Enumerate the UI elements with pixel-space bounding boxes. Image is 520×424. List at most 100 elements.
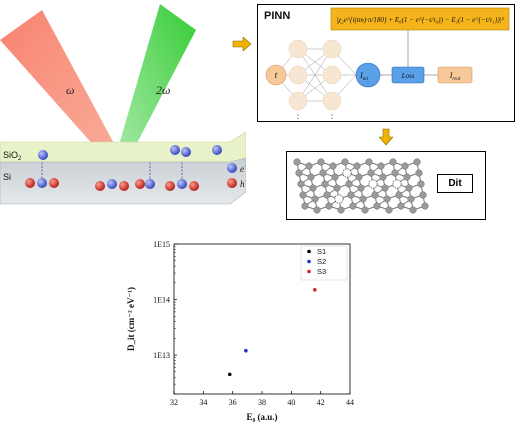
pinn-diagram: PINN |χ₂e^{i(tm)·π/180} + E₀(1 − e^{−t/τ… xyxy=(264,7,510,123)
lattice-atom xyxy=(371,191,379,199)
input-node-label: t xyxy=(275,70,278,80)
lattice-atom xyxy=(415,169,423,177)
lattice-atom xyxy=(311,195,319,203)
lattice-atom xyxy=(413,158,421,166)
arrow-right-icon xyxy=(232,37,252,51)
lattice-atom xyxy=(305,162,313,170)
output-node-label: Inn xyxy=(359,71,368,82)
lattice-atom xyxy=(357,184,365,192)
hidden-ellipsis-2: ⋮ xyxy=(328,113,337,121)
pinn-title: PINN xyxy=(264,10,290,22)
loss-node-label: Loss xyxy=(401,72,415,80)
vacancy-site xyxy=(368,179,378,189)
lattice-atom xyxy=(307,173,315,181)
lattice-atom xyxy=(355,173,363,181)
lattice-atom xyxy=(321,180,329,188)
beam-right-label: 2ω xyxy=(156,83,170,97)
legend-label-s2: S2 xyxy=(317,257,326,266)
vacancy-site xyxy=(342,168,352,178)
input-node xyxy=(265,64,287,86)
lattice-atom xyxy=(295,169,303,177)
legend-label-s1: S1 xyxy=(317,247,326,256)
lattice-atom xyxy=(379,173,387,181)
lattice-atom xyxy=(297,180,305,188)
lattice-atom xyxy=(389,158,397,166)
lattice-atom xyxy=(349,202,357,210)
y-tick-label: 1E14 xyxy=(153,296,170,305)
lattice-atom xyxy=(383,195,391,203)
lattice-atom xyxy=(403,173,411,181)
y-tick-label: 1E15 xyxy=(153,240,170,249)
lattice-atom xyxy=(323,191,331,199)
lattice-atom xyxy=(325,202,333,210)
lattice-atom xyxy=(301,202,309,210)
x-axis-label: E₀ (a.u.) xyxy=(247,412,278,422)
lattice-atom xyxy=(377,162,385,170)
lattice-atom xyxy=(359,195,367,203)
electron-legend-label: e− xyxy=(240,164,246,174)
lattice-atom xyxy=(293,158,301,166)
lattice-atom xyxy=(365,158,373,166)
lattice-atom xyxy=(345,180,353,188)
surface-electrons xyxy=(38,145,222,160)
data-point-s1 xyxy=(227,372,232,377)
hole-legend-icon xyxy=(227,178,237,188)
lattice-atom xyxy=(391,169,399,177)
dit-panel: Dit xyxy=(286,151,486,220)
lattice-atom xyxy=(353,162,361,170)
lattice-atom xyxy=(419,191,427,199)
lattice-atom xyxy=(319,169,327,177)
si-layer xyxy=(0,157,246,205)
lattice-atom xyxy=(405,184,413,192)
hole-legend-label: h+ xyxy=(240,179,246,189)
lattice-atom xyxy=(381,184,389,192)
legend-label-s3: S3 xyxy=(317,267,326,276)
vacancy-site xyxy=(334,194,344,204)
red-laser-beam xyxy=(0,10,124,166)
hidden-nodes xyxy=(288,39,342,111)
loss-node xyxy=(391,66,425,84)
real-node-label: Ireal xyxy=(449,71,461,82)
lattice-atom xyxy=(397,202,405,210)
x-tick-label: 34 xyxy=(199,398,207,407)
lattice-atom xyxy=(401,162,409,170)
lattice-atom xyxy=(409,206,417,214)
green-laser-beam xyxy=(114,4,196,164)
x-tick-label: 36 xyxy=(229,398,237,407)
pinn-panel: PINN |χ₂e^{i(tm)·π/180} + E₀(1 − e^{−t/τ… xyxy=(257,4,515,123)
formula-box xyxy=(330,7,510,31)
y-axis-label: D_it (cm⁻² eV⁻¹) xyxy=(126,287,136,351)
bulk-carriers xyxy=(25,178,199,191)
lattice-atom xyxy=(385,206,393,214)
data-point-s3 xyxy=(313,287,317,292)
legend-marker-s2 xyxy=(307,259,311,264)
lattice-atom xyxy=(373,202,381,210)
lattice-atom xyxy=(309,184,317,192)
lattice-atom xyxy=(417,180,425,188)
lattice-atom xyxy=(395,191,403,199)
beam-left-label: ω xyxy=(66,83,74,97)
x-tick-label: 38 xyxy=(258,398,266,407)
data-point-s2 xyxy=(244,348,248,353)
lattice-atom xyxy=(329,162,337,170)
arrow-down-icon xyxy=(379,128,393,146)
si-label: Si xyxy=(3,172,11,182)
hidden-ellipsis-1: ⋮ xyxy=(294,113,303,121)
lattice-atom xyxy=(333,184,341,192)
defect-lattice xyxy=(293,158,429,214)
sample-scene: ω 2ω SiO2 Si e− h+ xyxy=(0,4,246,205)
formula-text: |χ₂e^{i(tm)·π/180} + E₀(1 − e^{−t/τ₀}) −… xyxy=(336,16,504,24)
x-tick-label: 40 xyxy=(287,398,295,407)
lattice-atom xyxy=(317,158,325,166)
x-tick-label: 44 xyxy=(346,398,354,407)
output-node xyxy=(355,62,381,88)
lattice-atoms xyxy=(293,158,429,214)
lattice-atom xyxy=(361,206,369,214)
y-tick-label: 1E13 xyxy=(153,351,170,360)
dit-label: Dit xyxy=(437,174,473,193)
vacancy-site xyxy=(392,179,402,189)
legend-marker-s3 xyxy=(307,269,311,274)
lattice-atom xyxy=(341,158,349,166)
lattice-atom xyxy=(421,202,429,210)
